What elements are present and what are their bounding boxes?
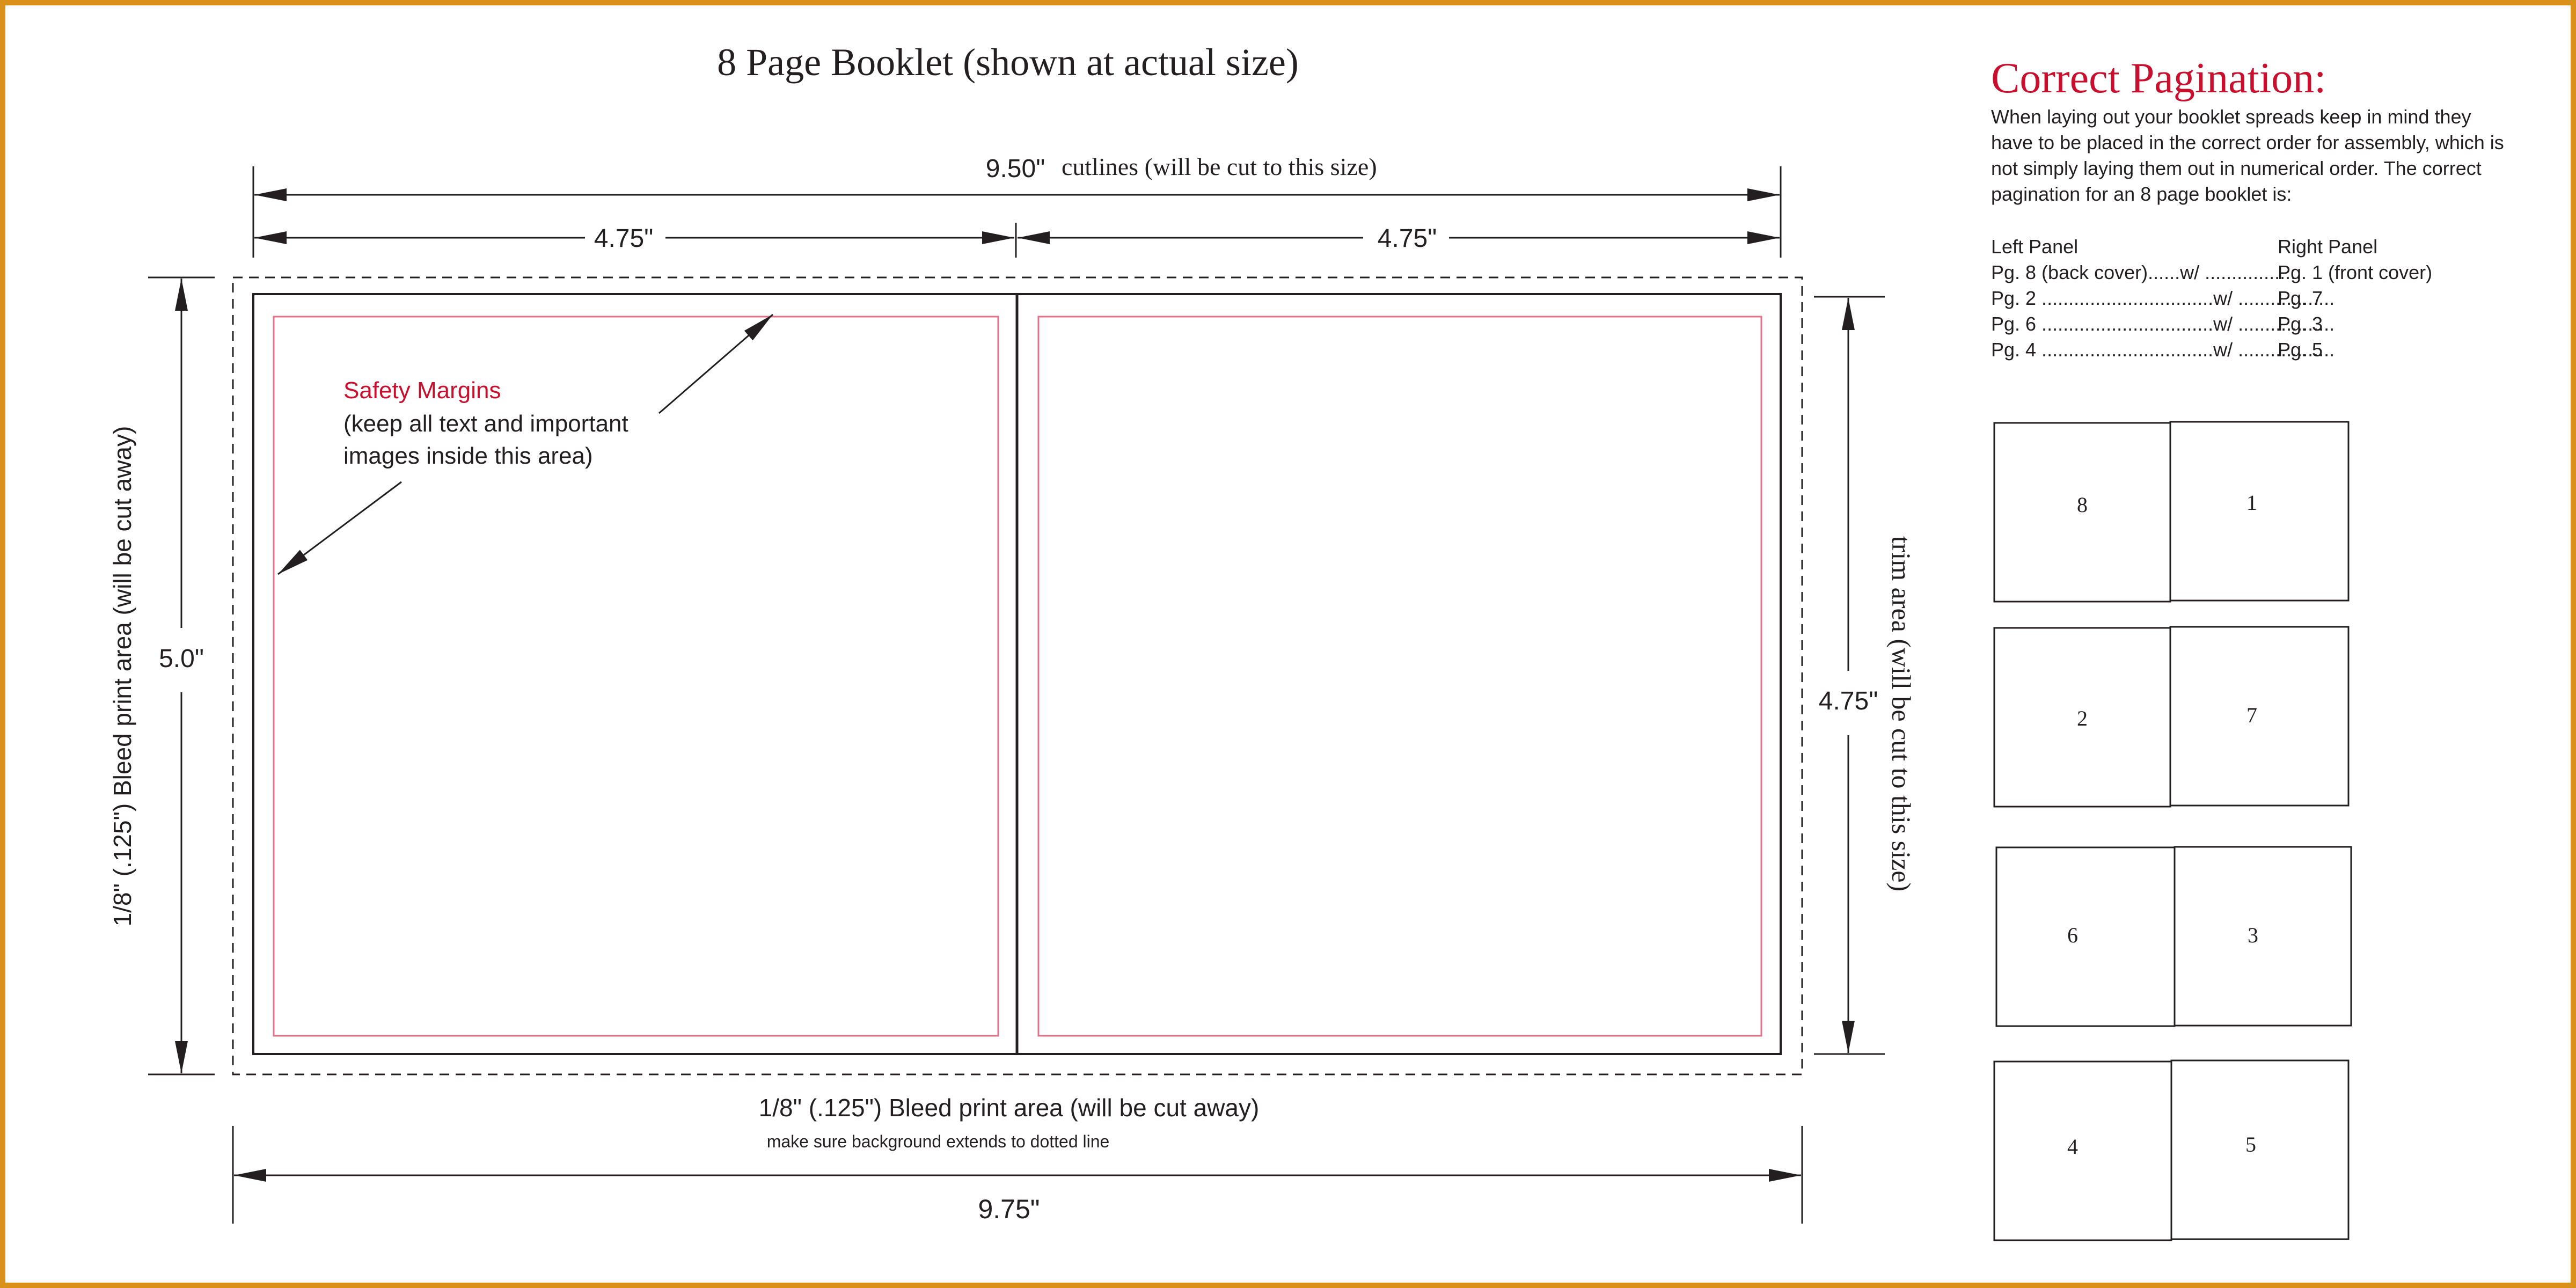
left-safety-margin <box>273 316 999 1037</box>
pagination-row-1-left: Pg. 8 (back cover)......w/ .............… <box>1991 261 2301 283</box>
spread-page-number: 4 <box>2067 1135 2078 1159</box>
bleed-side-label: 1/8" (.125") Bleed print area (will be c… <box>108 426 136 927</box>
spread-page-right <box>2174 846 2352 1027</box>
pagination-row-2-left: Pg. 2 ................................w/… <box>1991 287 2334 309</box>
spread-3: 6 3 <box>1995 846 2352 1027</box>
safety-margins-title: Safety Margins <box>343 377 501 404</box>
spread-page-number: 1 <box>2246 491 2257 515</box>
spread-page-left <box>1995 846 2176 1027</box>
right-panel-label-bg <box>1363 220 1449 255</box>
pagination-right-header: Right Panel <box>2278 236 2377 258</box>
pagination-row-2-right: Pg. 7 <box>2278 287 2323 309</box>
right-panel-width-value: 4.75" <box>1378 224 1437 253</box>
spread-page-number: 8 <box>2077 493 2088 517</box>
pagination-intro-line-3: not simply laying them out in numerical … <box>1991 157 2482 179</box>
spread-page-left <box>1993 1060 2172 1241</box>
spread-page-right <box>2170 1059 2350 1240</box>
bleed-width-value: 9.75" <box>978 1194 1040 1224</box>
pagination-row-3-left: Pg. 6 ................................w/… <box>1991 313 2334 335</box>
pagination-intro-line-1: When laying out your booklet spreads kee… <box>1991 106 2471 128</box>
pagination-row-4-left: Pg. 4 ................................w/… <box>1991 339 2334 361</box>
spread-page-number: 5 <box>2245 1132 2256 1157</box>
cutline-width-value: 9.50" <box>986 155 1045 183</box>
spread-2: 2 7 <box>1993 626 2350 808</box>
pagination-intro-line-2: have to be placed in the correct order f… <box>1991 131 2504 153</box>
safety-margins-line1: (keep all text and important <box>343 411 628 437</box>
trim-height-value: 4.75" <box>1819 687 1878 715</box>
cutline-note: cutlines (will be cut to this size) <box>1062 153 1377 180</box>
right-safety-margin <box>1037 316 1762 1037</box>
spread-page-right <box>2169 626 2350 807</box>
pagination-row-3-right: Pg. 3 <box>2278 313 2323 335</box>
spread-page-right <box>2169 421 2350 602</box>
safety-arrow-up <box>658 313 773 414</box>
spread-page-number: 2 <box>2077 706 2088 730</box>
page-title: 8 Page Booklet (shown at actual size) <box>717 41 1299 84</box>
pagination-left-header: Left Panel <box>1991 236 2078 258</box>
bleed-height-value: 5.0" <box>159 645 204 673</box>
spread-4: 4 5 <box>1993 1059 2350 1241</box>
spread-page-number: 7 <box>2246 703 2257 727</box>
pagination-row-1-right: Pg. 1 (front cover) <box>2278 261 2432 283</box>
safety-arrow-down <box>277 481 402 575</box>
trim-side-label: trim area (will be cut to this size) <box>1886 536 1916 891</box>
spread-1: 8 1 <box>1993 421 2350 603</box>
left-panel-label-bg <box>585 220 665 255</box>
spread-page-number: 6 <box>2067 923 2078 947</box>
bleed-area-dashed <box>232 276 1803 1075</box>
bleed-bottom-label: 1/8" (.125") Bleed print area (will be c… <box>759 1094 1260 1122</box>
pagination-heading: Correct Pagination: <box>1991 55 2326 102</box>
left-panel-width-value: 4.75" <box>594 224 653 253</box>
spread-page-number: 3 <box>2248 923 2258 947</box>
safety-margins-line2: images inside this area) <box>343 443 593 469</box>
cutline-label-bg <box>977 150 1417 188</box>
bleed-bottom-note: make sure background extends to dotted l… <box>767 1132 1110 1151</box>
pagination-intro-line-4: pagination for an 8 page booklet is: <box>1991 183 2292 205</box>
pagination-row-4-right: Pg. 5 <box>2278 339 2323 361</box>
